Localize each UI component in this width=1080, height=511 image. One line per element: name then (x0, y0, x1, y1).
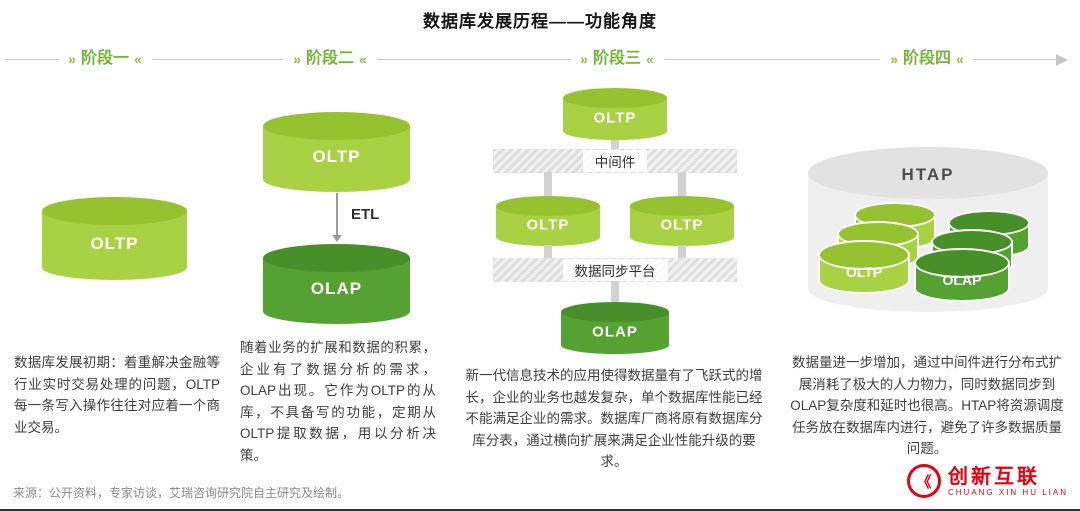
cylinder-top (933, 231, 1011, 253)
cylinder-top (856, 204, 934, 226)
stage3-oltp-left-label: OLTP (526, 216, 570, 234)
stage2-olap-cylinder: OLAP (263, 244, 410, 324)
cylinder-top (808, 147, 1048, 199)
brand-subtitle: CHUANG XIN HU LIAN (947, 487, 1068, 497)
chevron-left-icon: « (359, 51, 367, 67)
stage1-description: 数据库发展初期：着重解决金融等行业实时交易处理的问题，OLTP每一条写入操作往往… (14, 355, 220, 435)
cylinder-top (916, 250, 1008, 276)
stage3-oltp-left-cylinder: OLTP (496, 196, 600, 246)
brand-logo-icon: 《 (906, 464, 941, 498)
brand-logo-text: 创新互联 CHUANG XIN HU LIAN (948, 466, 1068, 497)
stage4-htap-label: HTAP (901, 165, 955, 184)
stage3-olap-label: OLAP (592, 323, 638, 341)
etl-label: ETL (351, 206, 380, 223)
connector (678, 245, 686, 259)
timeline-stage-1: » 阶段一 « (58, 48, 152, 70)
timeline-axis (6, 59, 1058, 60)
stage4-oltp-front-cylinder: OLTP (820, 242, 908, 292)
connector (611, 281, 619, 303)
chevron-right-icon: » (580, 51, 588, 67)
cylinder-top (42, 197, 187, 225)
timeline-stage-2: » 阶段二 « (283, 48, 377, 70)
middleware-label: 中间件 (582, 150, 648, 172)
data-sync-platform-box: 数据同步平台 (493, 258, 737, 282)
stage4-oltp-label: OLTP (845, 263, 883, 280)
stage3-oltp-top-label: OLTP (593, 109, 637, 127)
cylinder-top (630, 196, 734, 216)
chevron-left-icon: « (646, 51, 654, 67)
source-note: 来源：公开资料，专家访谈，艾瑞咨询研究院自主研究及绘制。 (13, 486, 350, 500)
brand-name: 创新互联 (947, 465, 1040, 488)
etl-arrow-icon (336, 193, 338, 235)
connector (611, 140, 619, 150)
stage4-description: 数据量进一步增加，通过中间件进行分布式扩展消耗了极大的人力物力，同时数据同步到O… (790, 355, 1064, 457)
stage3-oltp-right-cylinder: OLTP (630, 196, 734, 246)
cylinder-top (950, 212, 1028, 234)
stage2-description: 随着业务的扩展和数据的积累，企业有了数据分析的需求，OLAP出现。它作为OLTP… (240, 340, 436, 463)
stage3-olap-cylinder: OLAP (561, 302, 669, 354)
timeline-stage-3: » 阶段三 « (570, 48, 664, 70)
cylinder-top (496, 196, 600, 216)
bottom-divider (0, 509, 1080, 511)
cylinder-top (263, 112, 410, 140)
chevron-left-icon: « (956, 51, 964, 67)
stage3-oltp-top-cylinder: OLTP (563, 88, 667, 140)
middleware-box: 中间件 (493, 149, 737, 173)
cylinder-top (839, 223, 917, 245)
stage-1-label: 阶段一 (80, 50, 130, 67)
chevron-left-icon: « (134, 51, 142, 67)
page-title: 数据库发展历程——功能角度 (423, 12, 657, 31)
stage3-oltp-right-label: OLTP (660, 216, 704, 234)
stage2-oltp-cylinder: OLTP (263, 112, 410, 192)
stage4-olap-front-cylinder: OLAP (916, 250, 1008, 300)
timeline-stage-4: » 阶段四 « (880, 48, 974, 70)
connector (544, 172, 552, 198)
chevron-right-icon: » (890, 51, 898, 67)
stage-3-label: 阶段三 (592, 50, 642, 67)
stage2-olap-label: OLAP (310, 279, 363, 299)
connector (678, 172, 686, 198)
cylinder-top (820, 242, 908, 268)
stage1-oltp-cylinder: OLTP (42, 197, 187, 280)
cylinder-top (263, 244, 410, 272)
cylinder-top (561, 302, 669, 322)
data-sync-platform-label: 数据同步平台 (562, 259, 668, 281)
cylinder-top (563, 88, 667, 108)
timeline-arrow-icon (1056, 54, 1068, 66)
chevron-right-icon: » (293, 51, 301, 67)
stage4-olap-label: OLAP (942, 271, 982, 288)
connector (544, 245, 552, 259)
stage2-oltp-label: OLTP (312, 147, 361, 167)
stage-4-label: 阶段四 (902, 50, 952, 67)
stage3-description: 新一代信息技术的应用使得数据量有了飞跃式的增长，企业的业务也越发复杂，单个数据库… (465, 368, 763, 470)
chevron-right-icon: » (68, 51, 76, 67)
stage-2-label: 阶段二 (305, 50, 355, 67)
brand-logo: 《 创新互联 CHUANG XIN HU LIAN (906, 464, 1068, 498)
stage1-oltp-label: OLTP (90, 233, 139, 253)
